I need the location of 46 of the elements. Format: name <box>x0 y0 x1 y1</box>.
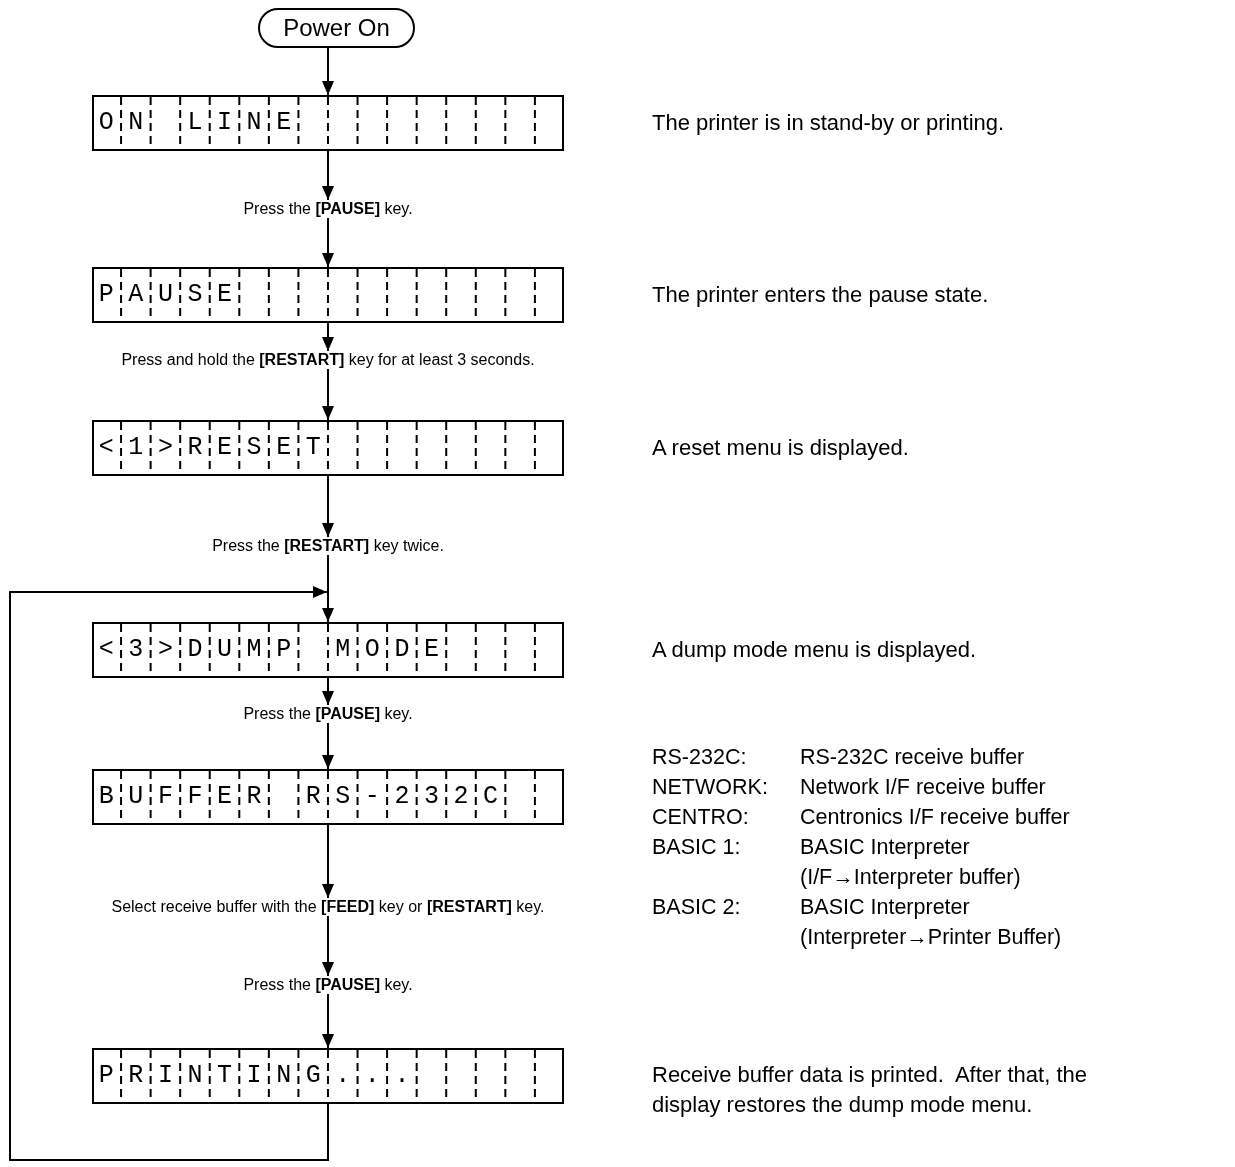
arrow <box>322 993 334 1049</box>
instruction-text: Press the [PAUSE] key. <box>241 200 415 218</box>
arrow <box>322 322 334 352</box>
arrow <box>322 915 334 977</box>
instruction-text: Press and hold the [RESTART] key for at least 3 seconds. <box>119 351 537 369</box>
description-text: The printer is in stand-by or printing. <box>652 109 1006 137</box>
arrow <box>322 824 334 899</box>
instruction-text: Press the [PAUSE] key. <box>241 976 415 994</box>
lcd-display <box>91 267 565 323</box>
arrow <box>9 586 329 1161</box>
lcd-display <box>91 420 565 476</box>
buffer-description: Network I/F receive buffer <box>800 774 1047 801</box>
instruction-text: Press the [PAUSE] key. <box>241 705 415 723</box>
display-text: <3>DUMP MODE <box>97 634 454 666</box>
arrow <box>322 150 334 201</box>
arrow <box>322 677 334 706</box>
display-text: <1>RESET <box>97 432 336 464</box>
instruction-text: Press the [RESTART] key twice. <box>210 537 446 555</box>
display-text: PAUSE <box>97 279 247 311</box>
arrow <box>322 554 334 623</box>
lcd-display <box>91 622 565 678</box>
buffer-description: BASIC Interpreter (Interpreter→Printer Buffer) <box>800 894 1063 951</box>
buffer-name: BASIC 2: <box>652 894 742 921</box>
description-text: Receive buffer data is printed. After that, the display restores the dump mode menu. <box>652 1061 1088 1119</box>
arrow <box>322 217 334 268</box>
arrow <box>322 722 334 770</box>
buffer-name: NETWORK: <box>652 774 769 801</box>
lcd-display <box>91 95 565 151</box>
description-text: The printer enters the pause state. <box>652 281 990 309</box>
description-text: A reset menu is displayed. <box>652 434 910 462</box>
buffer-description: Centronics I/F receive buffer <box>800 804 1071 831</box>
lcd-display <box>91 1048 565 1104</box>
terminal-box: Power On <box>258 8 415 48</box>
buffer-name: CENTRO: <box>652 804 750 831</box>
lcd-display <box>91 769 565 825</box>
arrow <box>322 47 334 96</box>
buffer-name: RS-232C: <box>652 744 748 771</box>
description-text: A dump mode menu is displayed. <box>652 636 978 664</box>
buffer-description: RS-232C receive buffer <box>800 744 1026 771</box>
arrow <box>322 475 334 538</box>
display-text: PRINTING... <box>97 1060 424 1092</box>
display-text: ON LINE <box>97 107 306 139</box>
buffer-name: BASIC 1: <box>652 834 742 861</box>
buffer-description: BASIC Interpreter (I/F→Interpreter buffer) <box>800 834 1022 891</box>
arrow <box>322 368 334 421</box>
display-text: BUFFER RS-232C <box>97 781 513 813</box>
